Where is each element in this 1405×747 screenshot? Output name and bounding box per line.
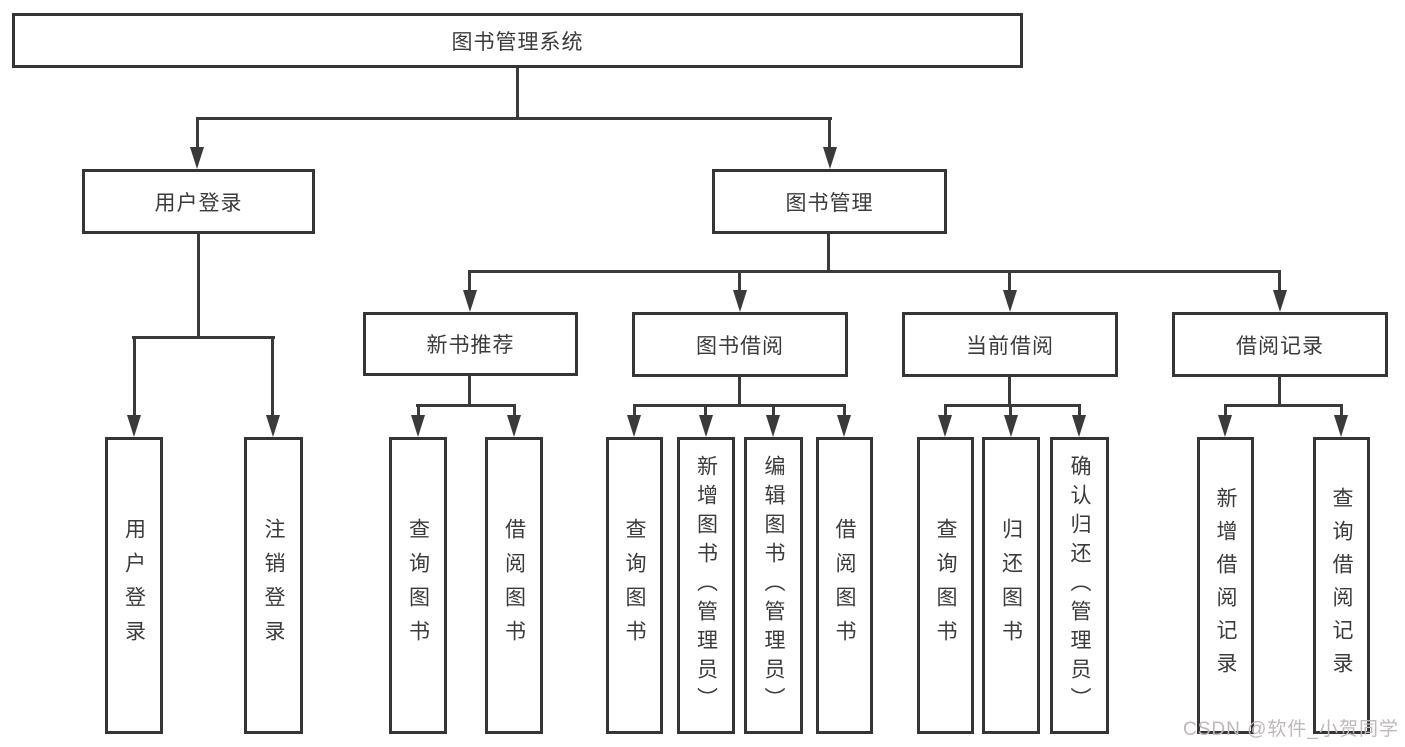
line-segment [827,232,830,272]
arrow-down-icon [823,147,837,169]
node-root: 图书管理系统 [12,13,1023,68]
line-segment [1008,270,1011,291]
line-segment [704,404,707,416]
watermark-text: CSDN @软件_小贺同学 [1183,719,1399,740]
line-segment [633,404,636,416]
node-book-management: 图书管理 [712,169,947,234]
node-new-book-recommend: 新书推荐 [363,312,578,376]
arrow-down-icon [627,415,641,437]
arrow-down-icon [507,415,521,437]
line-segment [197,232,200,338]
line-segment [1278,375,1281,406]
arrow-down-icon [938,415,952,437]
line-segment [944,404,947,416]
line-segment [132,336,275,339]
line-segment [1224,404,1343,407]
node-leaf-recommend-borrow-books: 借阅图书 [485,437,543,734]
line-segment [196,117,199,149]
line-segment [1278,270,1281,291]
line-segment [133,336,136,416]
node-leaf-logout-login: 注销登录 [244,437,303,734]
line-segment [516,68,519,118]
line-segment [772,404,775,416]
line-segment [417,404,420,416]
node-current-borrowing: 当前借阅 [902,312,1118,377]
line-segment [1224,404,1227,416]
node-leaf-borrowing-add-books-admin: 新增图书（管理员） [677,437,735,734]
arrow-down-icon [1004,415,1018,437]
node-book-borrowing: 图书借阅 [632,312,848,377]
arrow-down-icon [463,290,477,312]
node-leaf-current-return-books: 归还图书 [982,437,1040,734]
node-leaf-current-query-books: 查询图书 [917,437,974,734]
arrow-down-icon [1003,290,1017,312]
node-leaf-borrowing-borrow-books: 借阅图书 [816,437,873,734]
arrow-down-icon [1072,415,1086,437]
line-segment [738,375,741,406]
node-borrowing-records: 借阅记录 [1172,312,1388,377]
line-segment [1078,404,1081,416]
arrow-down-icon [1218,415,1232,437]
line-segment [633,404,846,407]
line-segment [944,404,1081,407]
arrow-down-icon [411,415,425,437]
line-segment [843,404,846,416]
node-leaf-recommend-query-books: 查询图书 [389,437,447,734]
node-leaf-user-login: 用户登录 [105,437,163,734]
line-segment [1008,375,1011,406]
line-segment [468,270,1281,273]
line-segment [196,117,832,120]
line-segment [1009,404,1012,416]
arrow-down-icon [766,415,780,437]
line-segment [468,270,471,291]
node-leaf-records-add-record: 新增借阅记录 [1197,437,1254,734]
node-leaf-current-confirm-return-admin: 确认归还（管理员） [1050,437,1109,734]
line-segment [738,270,741,291]
arrow-down-icon [1334,415,1348,437]
line-segment [828,117,831,149]
arrow-down-icon [1273,290,1287,312]
node-user-login: 用户登录 [82,169,315,234]
arrow-down-icon [127,415,141,437]
node-leaf-borrowing-query-books: 查询图书 [606,437,663,734]
line-segment [468,375,471,406]
arrow-down-icon [190,147,204,169]
line-segment [271,336,274,416]
line-segment [1340,404,1343,416]
line-segment [416,404,516,407]
arrow-down-icon [266,415,280,437]
arrow-down-icon [733,290,747,312]
line-segment [513,404,516,416]
arrow-down-icon [837,415,851,437]
node-leaf-records-query-record: 查询借阅记录 [1313,437,1370,734]
node-leaf-borrowing-edit-books-admin: 编辑图书（管理员） [744,437,803,734]
arrow-down-icon [699,415,713,437]
